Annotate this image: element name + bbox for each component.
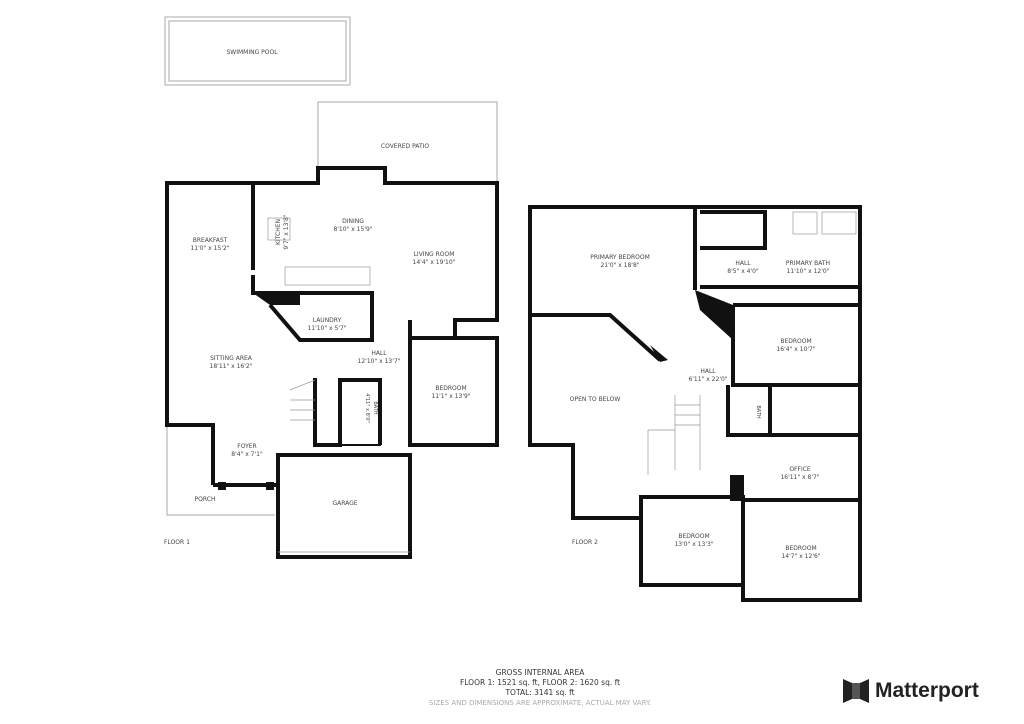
room-dims: 13'0" x 13'3": [674, 541, 714, 548]
room-name: LAUNDRY: [312, 317, 342, 324]
room-name: BATH: [755, 405, 761, 419]
floor1-walls: [165, 166, 499, 559]
room-name: FOYER: [237, 443, 257, 450]
room-dims: 8'10" x 15'9": [333, 226, 373, 233]
room-swimming-pool: SWIMMING POOL: [226, 49, 277, 57]
room-porch: PORCH: [195, 496, 216, 504]
room-name: LIVING ROOM: [413, 251, 455, 258]
room-name: HALL: [700, 368, 716, 375]
room-dims: 21'0" x 18'8": [600, 262, 640, 269]
room-name: OPEN TO BELOW: [569, 396, 621, 403]
room-dims: 11'10" x 5'7": [307, 325, 347, 332]
room-name: COVERED PATIO: [380, 143, 430, 150]
room-dims: 12'10" x 13'7": [357, 358, 401, 365]
area-disclaimer: SIZES AND DIMENSIONS ARE APPROXIMATE, AC…: [428, 699, 652, 707]
matterport-logo-icon: [843, 679, 869, 703]
area-title: GROSS INTERNAL AREA: [495, 668, 585, 677]
brand-name: Matterport: [875, 679, 979, 702]
room-dims: 9'7" x 13'8": [283, 214, 290, 250]
room-name: BEDROOM: [785, 545, 817, 552]
floor2-label: FLOOR 2: [572, 539, 598, 546]
room-dims: 4'11" x 8'0": [364, 393, 370, 423]
room-open-to-below: OPEN TO BELOW: [570, 396, 621, 404]
room-dims: 16'4" x 10'7": [776, 346, 816, 353]
room-name: HALL: [371, 350, 387, 357]
room-dims: 8'4" x 7'1": [231, 451, 263, 458]
room-name: PORCH: [194, 496, 216, 503]
room-name: BEDROOM: [435, 385, 467, 392]
floor1-wall-fill: [253, 293, 300, 305]
room-covered-patio: COVERED PATIO: [381, 143, 429, 151]
matterport-logo: Matterport: [843, 679, 979, 703]
room-dims: 14'7" x 12'6": [781, 553, 821, 560]
room-dims: 18'11" x 16'2": [209, 363, 253, 370]
area-floors: FLOOR 1: 1521 sq. ft, FLOOR 2: 1620 sq. …: [459, 678, 621, 687]
room-name: PRIMARY BEDROOM: [590, 254, 650, 261]
room-name: BATH: [372, 401, 378, 415]
room-garage: GARAGE: [332, 500, 357, 508]
room-name: BREAKFAST: [192, 237, 228, 244]
room-bath-2: BATH: [754, 405, 762, 418]
room-dims: 16'11" x 8'7": [780, 474, 820, 481]
room-dims: 6'11" x 22'0": [688, 376, 728, 383]
room-name: DINING: [342, 218, 364, 225]
room-dims: 11'0" x 15'2": [190, 245, 230, 252]
room-name: SITTING AREA: [210, 355, 252, 362]
pool-outline: [164, 16, 351, 86]
porch-outline: [166, 425, 275, 516]
room-dims: 11'1" x 13'9": [431, 393, 471, 400]
room-name: GARAGE: [332, 500, 358, 507]
room-dims: 8'5" x 4'0": [727, 268, 759, 275]
room-name: PRIMARY BATH: [785, 260, 831, 267]
room-name: BEDROOM: [780, 338, 812, 345]
room-name: BEDROOM: [678, 533, 710, 540]
patio-outline: [317, 101, 498, 183]
area-total: TOTAL: 3141 sq. ft: [505, 688, 575, 697]
room-name: SWIMMING POOL: [226, 49, 278, 56]
room-dims: 14'4" x 19'10": [412, 259, 456, 266]
room-dims: 11'10" x 12'0": [786, 268, 830, 275]
room-name: HALL: [735, 260, 751, 267]
area-summary: GROSS INTERNAL AREA FLOOR 1: 1521 sq. ft…: [429, 668, 651, 708]
floor1-label: FLOOR 1: [164, 539, 190, 546]
room-name: KITCHEN: [275, 219, 282, 245]
room-name: OFFICE: [789, 466, 811, 473]
